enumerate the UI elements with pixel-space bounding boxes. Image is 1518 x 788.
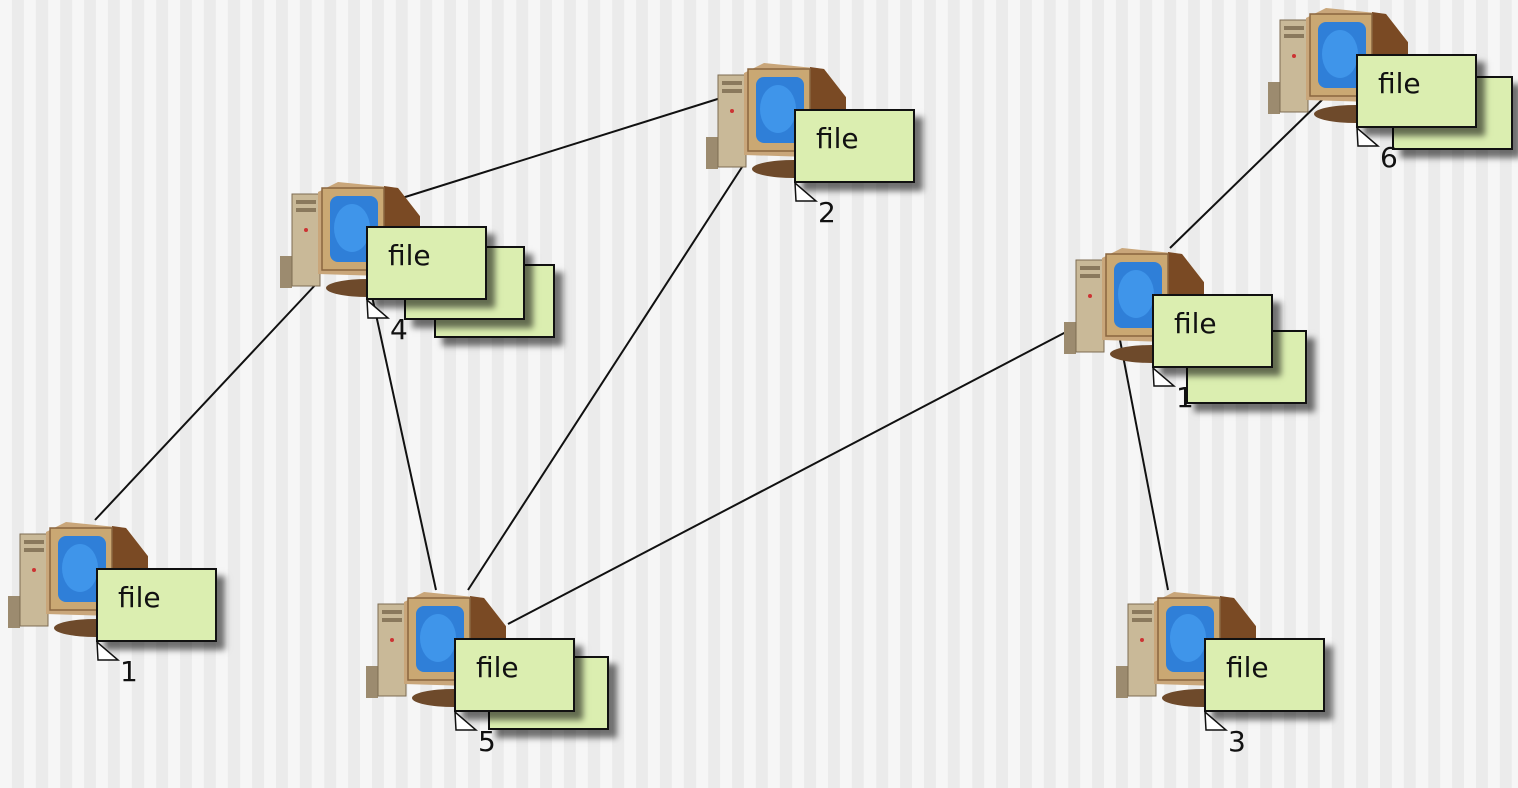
node-computer-6[interactable]: file 6 — [1268, 4, 1518, 204]
node-computer-1[interactable]: file 1 — [8, 518, 288, 718]
file-label: file — [388, 239, 431, 272]
file-label: file — [1226, 651, 1269, 684]
network-links — [94, 96, 1326, 625]
page-fold-icon — [366, 299, 390, 319]
node-computer-3[interactable]: file 3 — [1116, 588, 1396, 788]
file-label: file — [118, 581, 161, 614]
link-n7-n3 — [1119, 339, 1169, 591]
node-computer-5[interactable]: file 5 — [366, 588, 646, 788]
file-label: file — [476, 651, 519, 684]
file-count: 4 — [390, 313, 408, 346]
node-computer-7[interactable]: file 1 — [1064, 244, 1344, 444]
file-count: 6 — [1380, 141, 1398, 174]
file-icon: file 1 — [96, 568, 217, 686]
page-fold-icon — [794, 182, 818, 202]
file-label: file — [1174, 307, 1217, 340]
file-count: 2 — [818, 196, 836, 229]
link-n7-n6 — [1169, 96, 1326, 249]
file-icon: file 3 — [1204, 638, 1325, 756]
file-label: file — [816, 122, 859, 155]
link-n4-n5 — [369, 286, 437, 591]
node-computer-4[interactable]: file 4 — [280, 178, 560, 378]
file-label: file — [1378, 67, 1421, 100]
file-icon: file 1 — [1152, 294, 1273, 412]
page-fold-icon — [454, 711, 478, 731]
link-n1-n4 — [94, 281, 319, 521]
file-icon: file 5 — [454, 638, 575, 756]
file-count: 1 — [120, 655, 138, 688]
link-n5-n7 — [507, 331, 1067, 625]
node-computer-2[interactable]: file 2 — [706, 59, 986, 259]
file-count: 5 — [478, 725, 496, 758]
link-n4-n2 — [401, 96, 725, 199]
file-icon: file 2 — [794, 109, 915, 227]
page-fold-icon — [1204, 711, 1228, 731]
page-fold-icon — [1152, 367, 1176, 387]
link-n2-n5 — [467, 163, 745, 591]
file-count: 3 — [1228, 725, 1246, 758]
file-icon: file 6 — [1356, 54, 1477, 172]
file-icon: file 4 — [366, 226, 487, 344]
file-count: 1 — [1176, 381, 1194, 414]
page-fold-icon — [96, 641, 120, 661]
page-fold-icon — [1356, 127, 1380, 147]
